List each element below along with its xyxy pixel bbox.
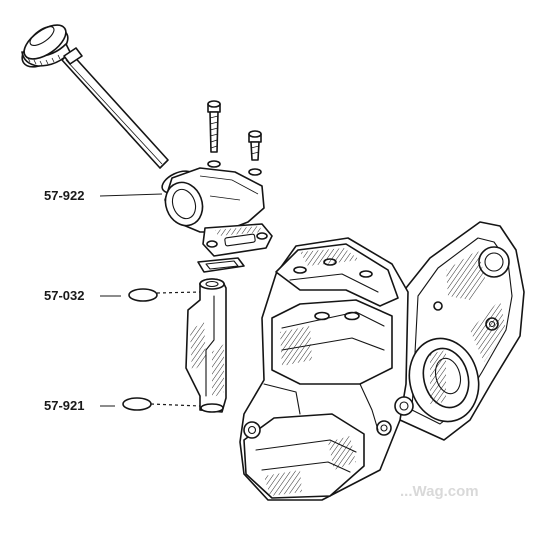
dipstick	[21, 24, 169, 169]
callout-57-922: 57-922	[44, 188, 163, 203]
breather-housing	[161, 167, 273, 257]
short-bolt	[248, 130, 262, 161]
callout-label-57-032: 57-032	[44, 288, 84, 303]
callout-label-57-921: 57-921	[44, 398, 84, 413]
callout-57-921: 57-921	[44, 398, 115, 413]
callout-label-57-922: 57-922	[44, 188, 84, 203]
engine-case	[239, 221, 525, 501]
long-bolt	[207, 100, 221, 153]
watermark: ...Wag.com	[400, 483, 479, 500]
oil-passage-body	[185, 278, 227, 413]
assembly-dashed-lines	[150, 291, 201, 407]
breather-gasket	[197, 257, 245, 273]
upper-oring	[128, 288, 158, 302]
washers	[207, 160, 262, 176]
lower-oring	[122, 397, 152, 411]
callout-57-032: 57-032	[44, 288, 121, 303]
